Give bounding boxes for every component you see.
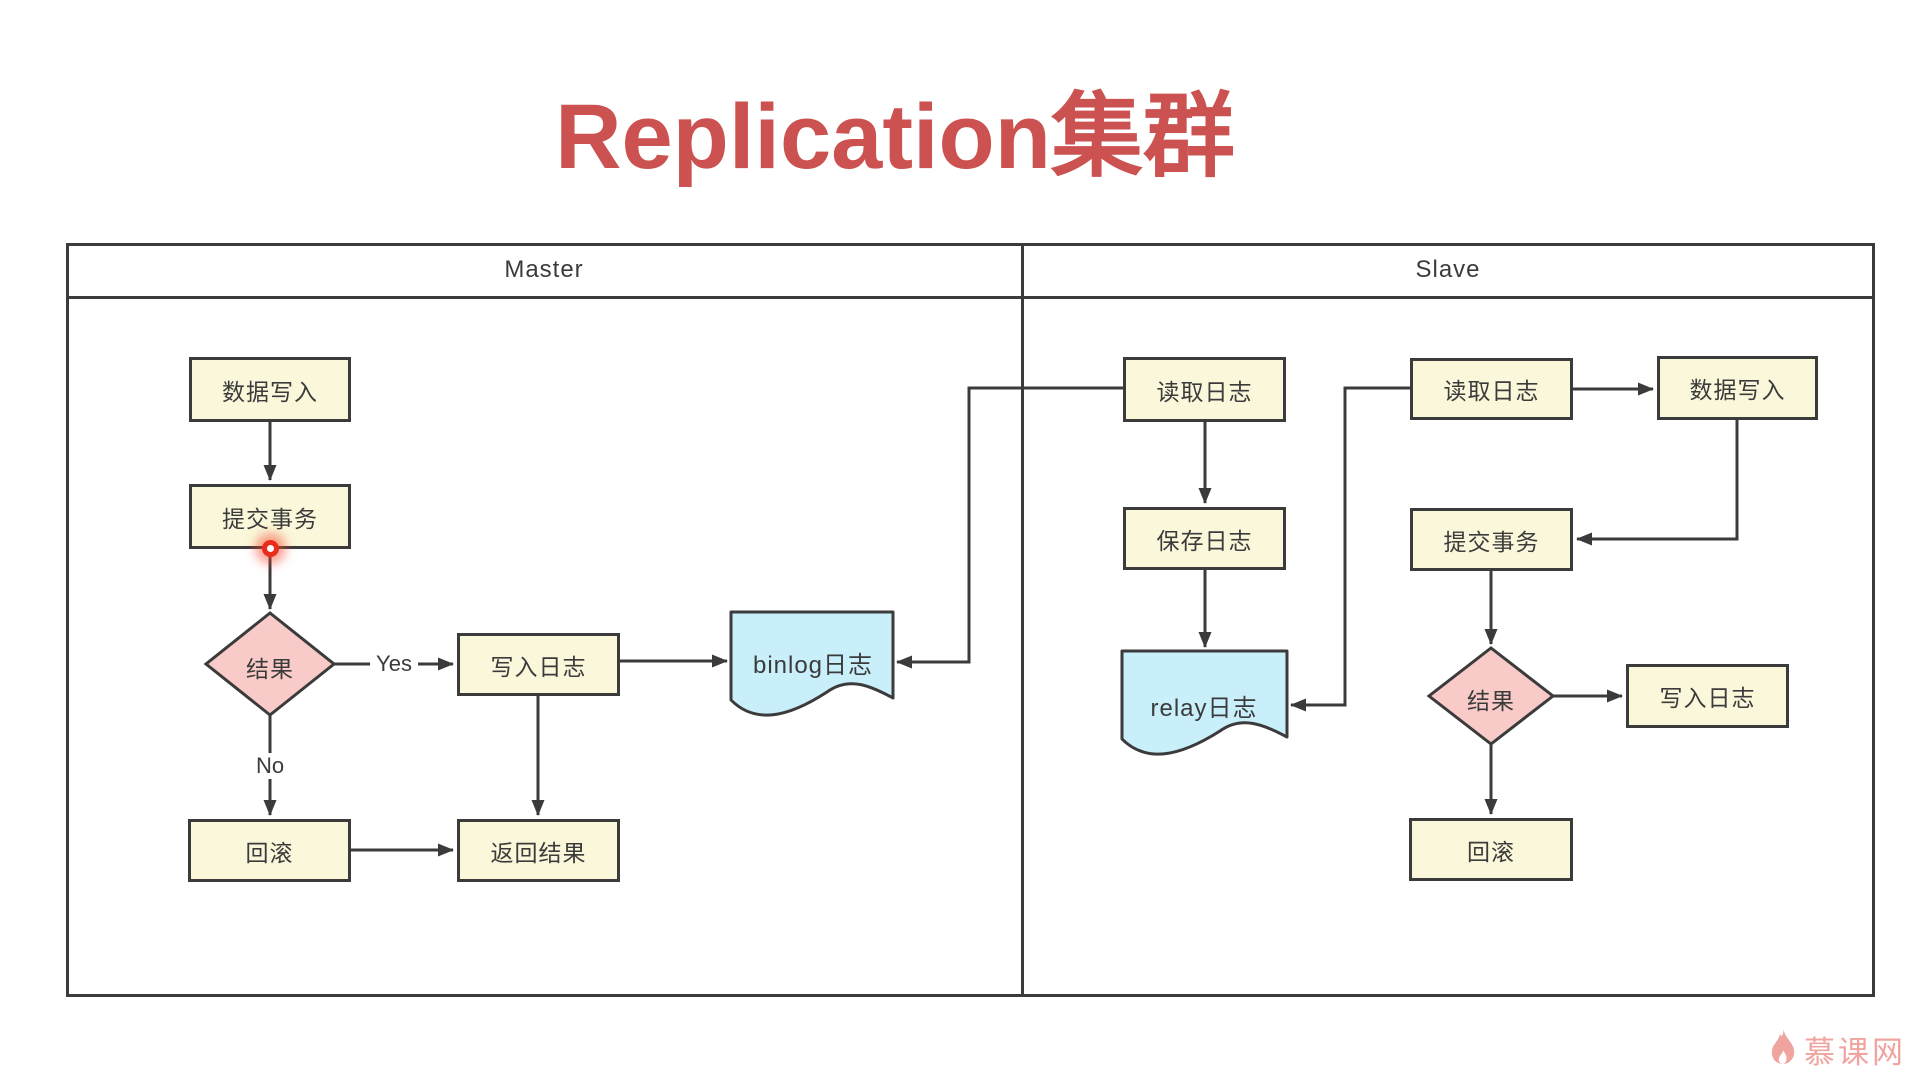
master-write-log-node: 写入日志 xyxy=(457,633,620,696)
slave-rollback-node: 回滚 xyxy=(1409,818,1573,881)
relay-label: relay日志 xyxy=(1150,695,1258,722)
binlog-label: binlog日志 xyxy=(752,652,874,679)
slave-write-log-node: 写入日志 xyxy=(1626,664,1789,728)
master-lane-label: Master xyxy=(504,256,584,283)
watermark-text: 慕课网 xyxy=(1804,1035,1906,1070)
master-rollback-node: 回滚 xyxy=(188,819,351,882)
master-write-data-node: 数据写入 xyxy=(189,357,351,422)
relay-document xyxy=(1120,649,1289,756)
slave-write-data-node: 数据写入 xyxy=(1657,356,1818,420)
master-flow-arrows xyxy=(263,386,1123,857)
page-title: Replication集群 xyxy=(555,86,1235,188)
master-result-diamond xyxy=(203,611,337,717)
binlog-document xyxy=(729,610,895,717)
slave-save-log-node: 保存日志 xyxy=(1123,507,1286,570)
slave-read-log-1-node: 读取日志 xyxy=(1123,357,1286,422)
cluster-panel xyxy=(66,243,1875,997)
master-return-result-node: 返回结果 xyxy=(457,819,620,882)
no-edge-label: No xyxy=(249,753,291,779)
slave-lane-label: Slave xyxy=(1415,256,1481,283)
master-result-label: 结果 xyxy=(246,656,294,682)
slave-flow-arrows xyxy=(1198,382,1739,815)
slave-read-log-2-node: 读取日志 xyxy=(1410,358,1573,420)
yes-edge-label: Yes xyxy=(370,651,418,677)
imooc-watermark: 慕课网 xyxy=(1768,1027,1906,1072)
slave-result-diamond xyxy=(1426,646,1556,746)
master-slave-divider xyxy=(1021,243,1024,997)
pointer-highlight-dot xyxy=(262,540,279,557)
slave-commit-node: 提交事务 xyxy=(1410,508,1573,571)
panel-header-divider xyxy=(66,296,1875,299)
slave-result-label: 结果 xyxy=(1467,688,1515,714)
flame-icon xyxy=(1771,1028,1795,1064)
